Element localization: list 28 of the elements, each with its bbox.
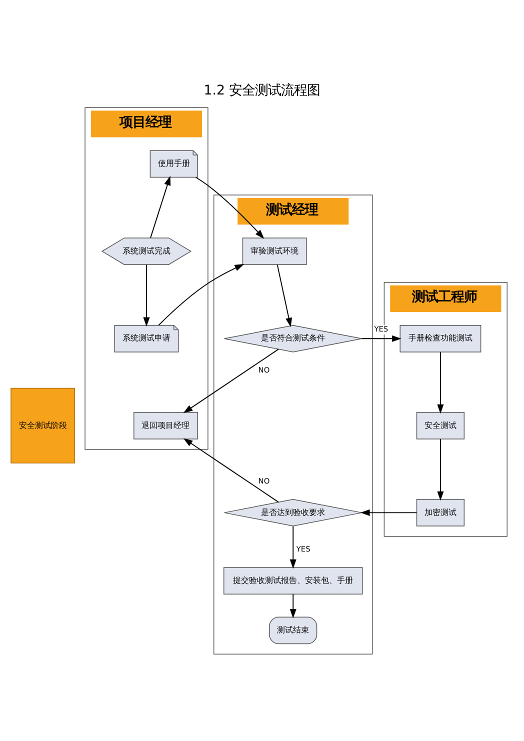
node-box: 手册检查功能测试 [400, 324, 482, 352]
node-box: 安全测试阶段 [10, 388, 76, 464]
arrow [290, 526, 296, 569]
arrow [183, 348, 279, 414]
edge-label: NO [258, 365, 270, 374]
arrow [195, 176, 264, 239]
edge-label: YES [374, 324, 388, 334]
edge-label: NO [258, 476, 270, 486]
node-diamond: 是否符合测试条件 [224, 324, 362, 352]
node-diamond: 是否达到验收要求 [224, 498, 362, 526]
arrow [143, 264, 150, 327]
node-box: 提交验收测试报告、安装包、手册 [224, 567, 363, 594]
node-box: 测试结束 [269, 616, 318, 644]
arrow [290, 594, 296, 618]
arrow [437, 352, 444, 414]
arrow [361, 335, 402, 342]
diagram-title: 1.2 安全测试流程图 [204, 84, 320, 99]
arrow [183, 438, 279, 503]
arrow [437, 438, 444, 501]
edge-label: YES [296, 544, 310, 554]
node-box: 退回项目经理 [134, 412, 198, 440]
node-box: 安全测试 [416, 412, 465, 440]
arrow [360, 509, 417, 516]
arrow [158, 264, 244, 326]
arrow [276, 264, 292, 328]
arrow [150, 176, 171, 238]
node-box: 加密测试 [416, 498, 465, 526]
node-box: 审验测试环境 [242, 238, 307, 265]
